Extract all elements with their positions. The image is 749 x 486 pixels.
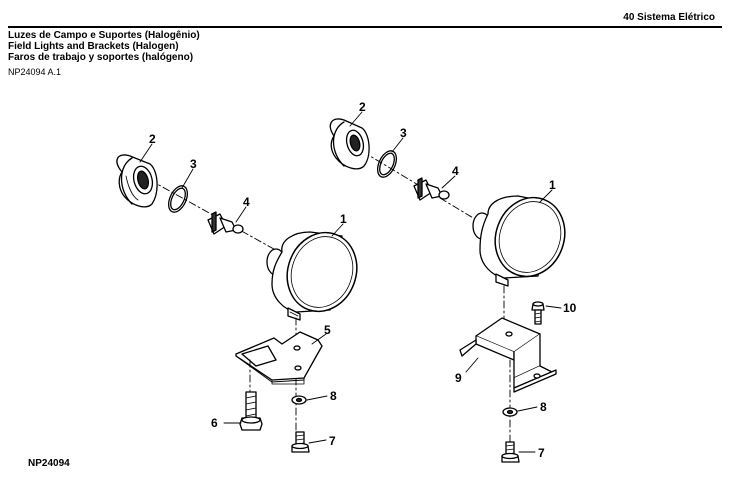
- left-lamp-housing: [266, 231, 358, 321]
- callout-left-bulb: 4: [243, 195, 250, 209]
- callout-right-screw: 7: [538, 446, 545, 460]
- reference-code: NP24094 A.1: [8, 67, 62, 77]
- leader-right-bulb: [441, 175, 456, 189]
- left-assembly: [116, 143, 358, 453]
- callout-right-bulb: 4: [452, 164, 459, 178]
- left-o-ring: [167, 185, 189, 213]
- callout-left-ring: 3: [190, 157, 197, 171]
- right-o-ring: [376, 150, 398, 178]
- leader-right-bracket: [465, 357, 479, 373]
- title-block: Luzes de Campo e Suportes (Halogênio) Fi…: [8, 30, 200, 63]
- left-halogen-bulb: [207, 211, 244, 235]
- right-top-screw: [531, 301, 545, 325]
- callout-left-bolt: 6: [211, 416, 218, 430]
- leader-right-top-screw: [545, 305, 562, 309]
- title-english: Field Lights and Brackets (Halogen): [8, 41, 179, 52]
- callout-left-bracket: 5: [324, 323, 331, 337]
- left-flat-bracket: [235, 331, 323, 385]
- right-lamp-housing: [472, 195, 566, 287]
- title-spanish: Faros de trabajo y soportes (halógeno): [8, 52, 194, 63]
- right-assembly: [329, 111, 566, 463]
- leader-left-lamp: [331, 223, 344, 237]
- figure-code: NP24094: [28, 458, 70, 469]
- right-short-screw: [501, 441, 520, 463]
- callout-left-cover: 2: [149, 132, 156, 146]
- leader-right-lamp: [539, 189, 553, 203]
- left-long-bolt: [239, 391, 263, 431]
- right-halogen-bulb: [413, 177, 450, 201]
- leader-left-cover: [139, 143, 153, 163]
- leader-left-washer: [306, 395, 328, 401]
- callout-left-screw: 7: [329, 434, 336, 448]
- left-rear-cover: [116, 154, 158, 208]
- leader-right-cover: [349, 111, 363, 127]
- leader-right-ring: [391, 137, 404, 153]
- left-washer: [291, 395, 307, 405]
- right-u-bracket: [459, 317, 557, 393]
- section-title: 40 Sistema Elétrico: [623, 12, 715, 23]
- callout-right-ring: 3: [400, 126, 407, 140]
- right-rear-cover: [329, 118, 370, 170]
- leader-left-ring: [181, 168, 194, 189]
- left-short-screw: [291, 431, 310, 453]
- callout-left-lamp: 1: [340, 212, 347, 226]
- right-washer: [502, 407, 518, 417]
- leader-left-bulb: [235, 206, 247, 223]
- callout-right-bracket: 9: [455, 371, 462, 385]
- callout-right-washer: 8: [540, 400, 547, 414]
- leader-left-screw: [308, 439, 327, 444]
- header-rule: [8, 26, 722, 28]
- leader-left-bracket: [311, 333, 327, 345]
- title-portuguese: Luzes de Campo e Suportes (Halogênio): [8, 30, 200, 41]
- callout-right-lamp: 1: [549, 178, 556, 192]
- leader-right-washer: [517, 406, 538, 412]
- callout-right-cover: 2: [359, 100, 366, 114]
- callout-right-top-screw: 10: [563, 301, 577, 315]
- callout-left-washer: 8: [330, 389, 337, 403]
